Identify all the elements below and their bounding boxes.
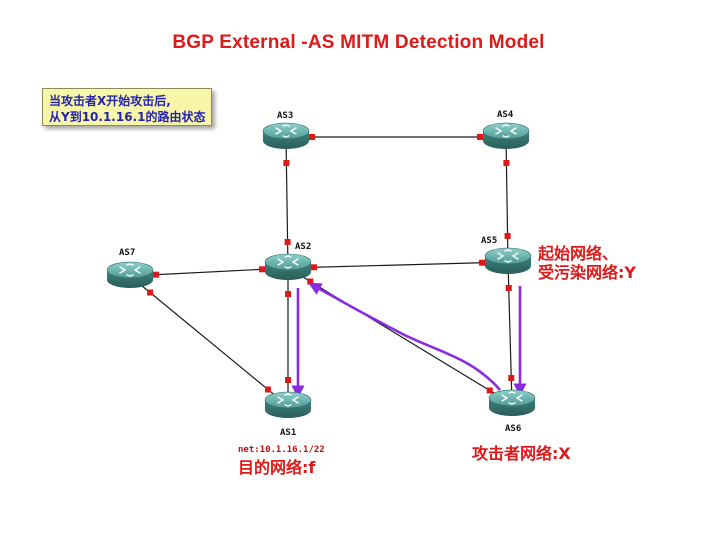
link-as2-as6 <box>287 267 513 405</box>
node-label-as7: AS7 <box>119 248 136 258</box>
router-as2[interactable] <box>264 253 312 280</box>
port-marker <box>479 259 486 266</box>
port-marker <box>285 291 291 297</box>
router-as3[interactable] <box>262 122 310 149</box>
start-network-label-1: 起始网络、 <box>538 244 619 263</box>
port-marker <box>486 387 493 394</box>
dest-network-label: 目的网络:f <box>238 458 316 477</box>
router-as6[interactable] <box>488 389 536 416</box>
route-arrows-layer <box>291 282 527 399</box>
router-top <box>488 389 536 407</box>
link-as2-as5 <box>287 261 509 269</box>
port-marker <box>504 233 511 240</box>
port-marker <box>309 134 315 140</box>
router-as7[interactable] <box>106 261 154 288</box>
router-top <box>484 247 532 265</box>
port-marker <box>477 134 483 140</box>
attacker-network-label: 攻击者网络:X <box>472 444 571 463</box>
port-marker <box>284 239 291 246</box>
router-as1[interactable] <box>264 391 312 418</box>
port-marker <box>505 284 512 291</box>
link-as5-as6 <box>507 261 513 405</box>
node-label-as5: AS5 <box>481 236 498 246</box>
router-as5[interactable] <box>484 247 532 274</box>
links-layer <box>129 136 513 407</box>
port-marker <box>147 289 154 296</box>
note-box: 当攻击者X开始攻击后, 从Y到10.1.16.1的路由状态 <box>42 88 212 126</box>
note-line-1: 当攻击者X开始攻击后, <box>49 94 171 108</box>
dest-net-label: net:10.1.16.1/22 <box>238 445 325 455</box>
port-marker <box>152 271 159 278</box>
router-arrows-icon <box>275 124 297 138</box>
router-top <box>482 122 530 140</box>
router-arrows-icon <box>277 255 299 269</box>
node-label-as2: AS2 <box>295 242 312 252</box>
link-as4-as5 <box>505 136 509 263</box>
diagram-title: BGP External -AS MITM Detection Model <box>172 32 545 53</box>
port-marker <box>259 266 266 273</box>
node-label-as6: AS6 <box>505 424 522 434</box>
port-marker <box>285 377 291 383</box>
port-marker <box>503 159 510 166</box>
port-marker <box>508 375 515 382</box>
router-arrows-icon <box>497 249 519 263</box>
node-label-as3: AS3 <box>277 111 294 121</box>
node-label-as4: AS4 <box>497 110 514 120</box>
router-top <box>264 253 312 271</box>
router-top <box>262 122 310 140</box>
router-arrows-icon <box>119 263 141 277</box>
port-marker <box>264 386 271 393</box>
route-arrow-as6-as2 <box>308 282 501 391</box>
port-marker <box>310 264 317 271</box>
router-top <box>264 391 312 409</box>
router-arrows-icon <box>277 393 299 407</box>
port-marker <box>283 159 290 166</box>
link-as3-as2 <box>285 136 289 269</box>
port-marker <box>307 278 314 285</box>
ports-layer <box>147 134 515 394</box>
note-line-2: 从Y到10.1.16.1的路由状态 <box>49 110 206 124</box>
router-arrows-icon <box>501 391 523 405</box>
node-label-as1: AS1 <box>280 428 297 438</box>
routers-layer <box>106 122 536 418</box>
router-arrows-icon <box>495 124 517 138</box>
router-top <box>106 261 154 279</box>
start-network-label-2: 受污染网络:Y <box>538 263 636 282</box>
link-as7-as1 <box>129 275 289 407</box>
router-as4[interactable] <box>482 122 530 149</box>
